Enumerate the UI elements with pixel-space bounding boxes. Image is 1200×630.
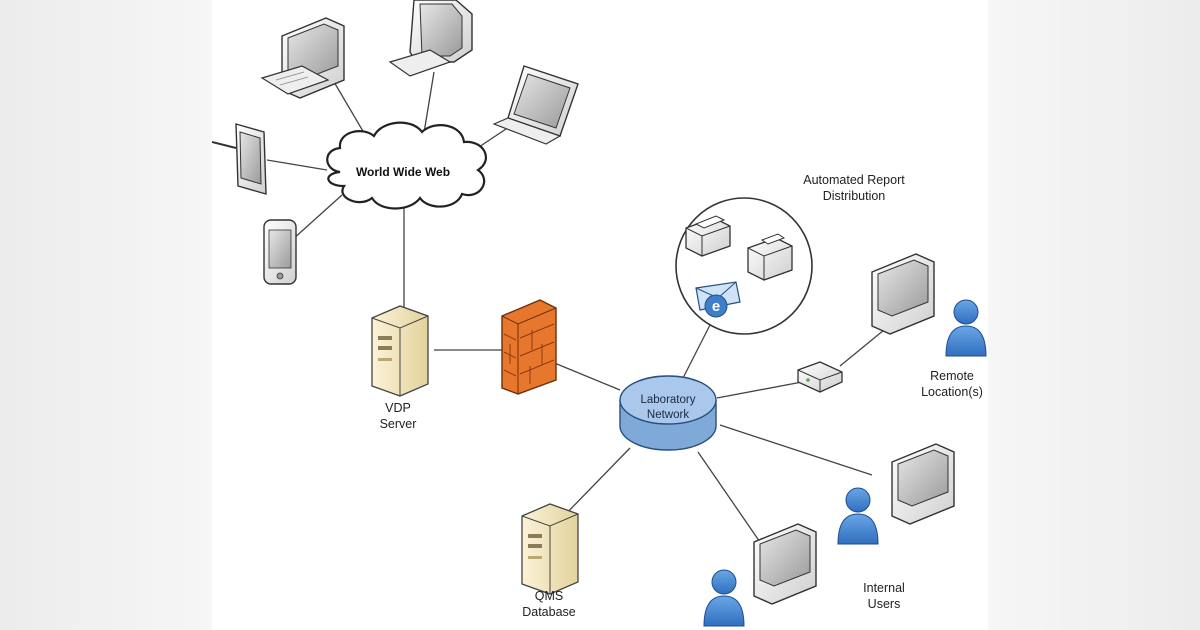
laboratory-network-hub: Laboratory Network: [619, 375, 717, 451]
cloud-label: World Wide Web: [356, 165, 450, 179]
connection-lines: [266, 69, 885, 546]
qms-database-label-line1: QMS: [535, 589, 563, 603]
vdp-server-label-line1: VDP: [385, 401, 411, 415]
qms-database-server-icon: [521, 503, 579, 595]
network-diagram: World Wide Web: [212, 0, 988, 630]
remote-user-icon: [945, 299, 987, 357]
internal-users-label-line2: Users: [868, 597, 901, 611]
smartphone-icon: [263, 219, 297, 285]
vdp-server-icon: [371, 305, 429, 397]
internal-user-icon: [703, 569, 745, 627]
report-distribution-label-line1: Automated Report: [803, 173, 905, 187]
remote-location-label-line2: Location(s): [921, 385, 983, 399]
email-icon: e: [695, 281, 741, 318]
firewall-icon: [501, 299, 557, 395]
internal-user-icon: [837, 487, 879, 545]
crt-monitor-icon: [388, 0, 473, 77]
remote-location-label-line1: Remote: [930, 369, 974, 383]
network-label-line1: Laboratory: [641, 394, 696, 406]
right-margin: [988, 0, 1200, 630]
vdp-server-label-line2: Server: [380, 417, 417, 431]
internal-users-label-line1: Internal: [863, 581, 905, 595]
printer-icon: [685, 215, 731, 257]
router-icon: [797, 361, 843, 393]
left-margin: [0, 0, 212, 630]
internal-desktop-computer-icon: [891, 443, 955, 525]
network-label-line2: Network: [647, 409, 689, 421]
tablet-icon: [212, 123, 267, 195]
laptop-icon: [492, 65, 579, 145]
report-distribution-group: e: [675, 197, 813, 335]
svg-text:e: e: [712, 298, 720, 315]
qms-database-label-line2: Database: [522, 605, 576, 619]
printer-icon: [747, 233, 793, 281]
cloud-world-wide-web: World Wide Web: [326, 121, 487, 210]
report-distribution-label-line2: Distribution: [823, 189, 886, 203]
internal-desktop-computer-icon: [753, 523, 817, 605]
remote-desktop-computer-icon: [871, 253, 935, 335]
desktop-computer-icon: [260, 17, 345, 99]
